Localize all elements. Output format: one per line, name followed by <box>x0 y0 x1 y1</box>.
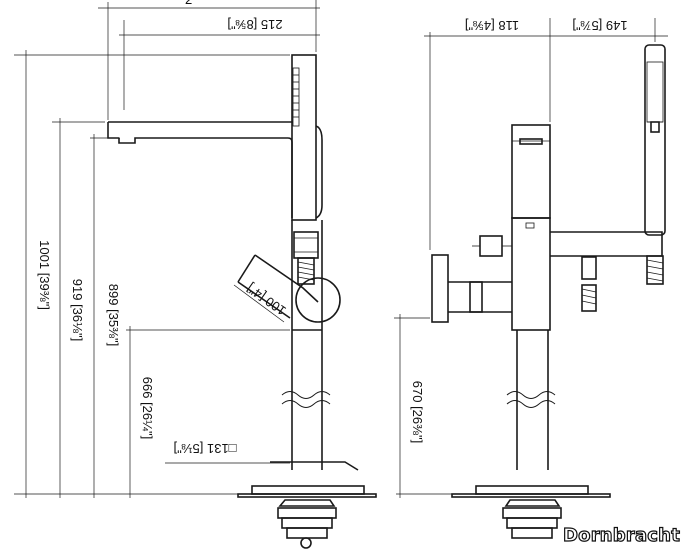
dim-666: 666 [26¼"] <box>140 377 155 439</box>
right-dimensions: 118 [4⅝"] 149 [5⅞"] 670 [26⅜"] <box>394 18 668 498</box>
dim-angle-100: 100 [4"] <box>244 281 289 319</box>
dim-919: 919 [36⅛"] <box>70 279 85 341</box>
shower-head-holes <box>292 67 300 127</box>
dim-base-131: □131 [5⅛"] <box>173 441 236 456</box>
dim-149: 149 [5⅞"] <box>572 18 627 33</box>
dim-215: 215 [8⅝"] <box>227 17 282 32</box>
dim-118: 118 [4⅝"] <box>465 18 519 33</box>
right-view <box>431 44 666 539</box>
left-dimensions: 2 215 [8⅝"] 1001 [39⅜"] 919 [36⅛"] 899 [… <box>14 0 320 498</box>
dim-899: 899 [35⅜"] <box>106 284 121 346</box>
dim-top-partial: 2 <box>185 0 192 7</box>
left-view <box>107 54 377 549</box>
brand-logo: Dornbracht <box>562 524 680 546</box>
dim-1001: 1001 [39⅜"] <box>37 240 52 310</box>
dim-670: 670 [26⅜"] <box>410 381 425 443</box>
